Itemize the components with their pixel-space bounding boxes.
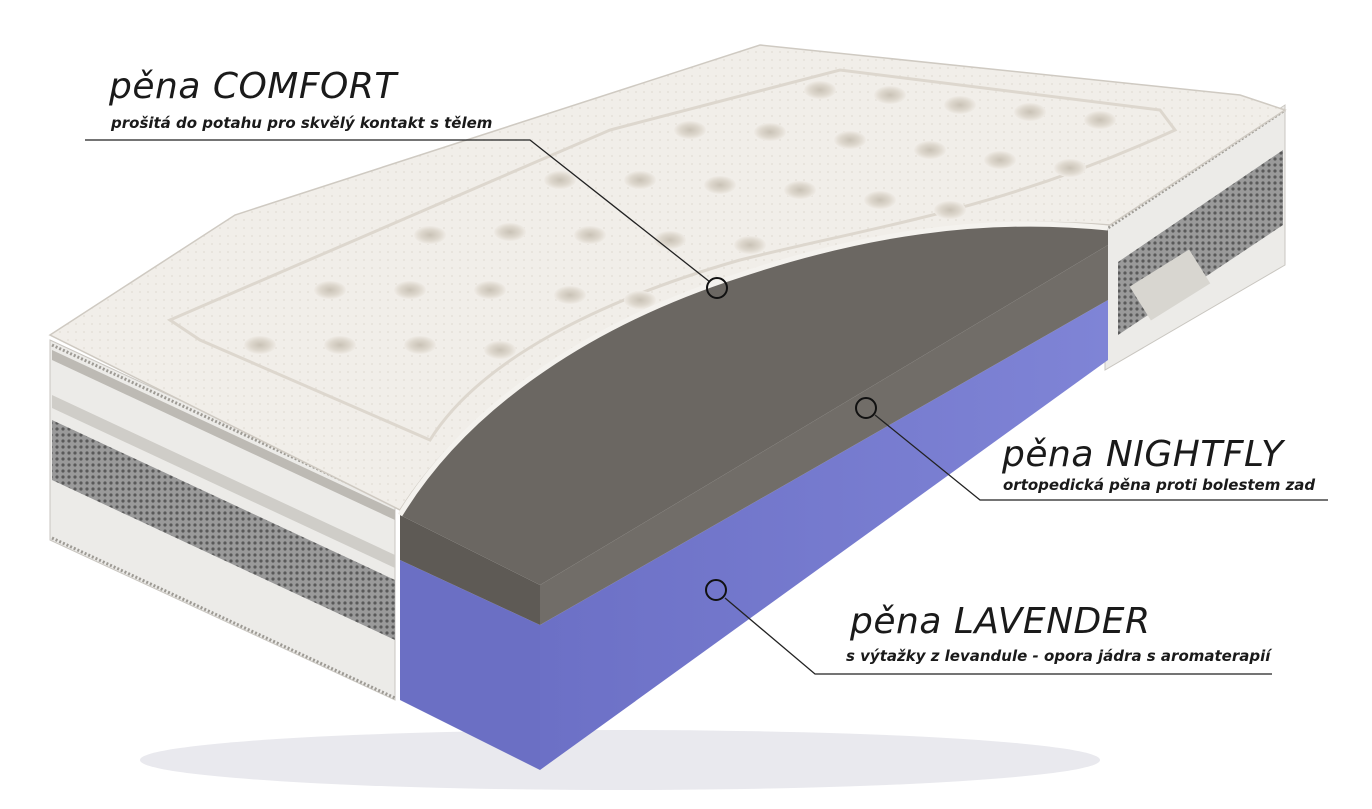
quilt-tuft <box>874 86 906 104</box>
quilt-tuft <box>864 191 896 209</box>
quilt-tuft <box>1084 111 1116 129</box>
quilt-tuft <box>934 201 966 219</box>
lavender-title: pěna LAVENDER <box>850 601 1151 642</box>
quilt-tuft <box>314 281 346 299</box>
lavender-layer-front <box>400 560 540 770</box>
lavender-description: s výtažky z levandule - opora jádra s ar… <box>846 647 1271 665</box>
nightfly-description: ortopedická pěna proti bolestem zad <box>1003 476 1316 494</box>
lavender-marker <box>705 579 727 601</box>
quilt-tuft <box>984 151 1016 169</box>
quilt-tuft <box>394 281 426 299</box>
lavender-leader <box>724 597 1272 675</box>
nightfly-layer-top <box>400 224 1108 585</box>
lavender-layer-side <box>540 300 1108 770</box>
comfort-title: pěna COMFORT <box>109 66 397 107</box>
quilt-tuft <box>674 121 706 139</box>
quilt-tuft <box>914 141 946 159</box>
nightfly-leader <box>874 414 1328 501</box>
quilt-tuft <box>834 131 866 149</box>
mattress-right-end <box>1104 104 1286 371</box>
quilt-tuft <box>404 336 436 354</box>
quilt-tuft <box>474 281 506 299</box>
leader-lines <box>85 139 1328 675</box>
quilt-tuft <box>784 181 816 199</box>
quilt-tuft <box>754 123 786 141</box>
quilt-tuft <box>734 236 766 254</box>
comfort-leader <box>85 139 711 283</box>
quilt-tuft <box>554 286 586 304</box>
quilt-tuft <box>1014 103 1046 121</box>
quilt-tuft <box>944 96 976 114</box>
quilt-tuft <box>1054 159 1086 177</box>
quilt-tuft <box>544 171 576 189</box>
floor-shadow <box>140 730 1100 790</box>
quilt-tuft <box>244 336 276 354</box>
comfort-description: prošitá do potahu pro skvělý kontakt s t… <box>111 114 493 132</box>
quilt-tuft <box>654 231 686 249</box>
nightfly-layer-front <box>400 515 540 625</box>
quilt-tuft <box>804 81 836 99</box>
quilt-tuft <box>414 226 446 244</box>
comfort-marker <box>706 277 728 299</box>
quilt-tuft <box>494 223 526 241</box>
mattress-left-side <box>49 339 396 701</box>
quilt-tufts <box>244 81 1116 359</box>
nightfly-marker <box>855 397 877 419</box>
quilt-tuft <box>624 291 656 309</box>
quilt-tuft <box>484 341 516 359</box>
quilt-tuft <box>574 226 606 244</box>
quilt-tuft <box>624 171 656 189</box>
nightfly-title: pěna NIGHTFLY <box>1002 434 1284 475</box>
markers <box>705 277 877 601</box>
quilt-tuft <box>324 336 356 354</box>
quilt-tuft <box>704 176 736 194</box>
foam-cutaway <box>397 221 1109 770</box>
